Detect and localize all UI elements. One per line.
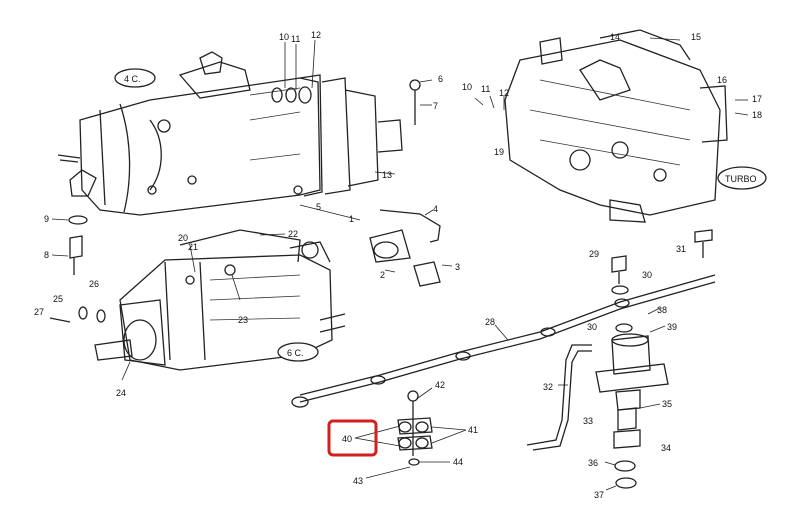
part-label: 20: [178, 233, 188, 243]
part-label: 28: [485, 317, 495, 327]
part-label: 8: [44, 250, 49, 260]
part-label: 36: [588, 458, 598, 468]
part-label: 2: [380, 270, 385, 280]
part-label: 43: [353, 476, 363, 486]
part-label: 24: [116, 388, 126, 398]
bolt-29-washer-30: [611, 255, 633, 333]
part-label: 38: [657, 305, 667, 315]
part-label: 37: [594, 490, 604, 500]
part-label: 41: [468, 425, 478, 435]
part-label: 21: [188, 242, 198, 252]
part-label: 30: [642, 270, 652, 280]
part-label: 14: [610, 32, 620, 42]
part-label: 15: [691, 32, 701, 42]
part-label: 31: [676, 244, 686, 254]
part-label: 25: [53, 294, 63, 304]
part-labels: 10 11 12 6 7 13 5 1 4 3 2 9 8 10 11 12 1…: [34, 30, 762, 500]
part-label: 29: [589, 249, 599, 259]
part-label: 22: [288, 229, 298, 239]
part-label: 26: [89, 279, 99, 289]
part-label: 13: [382, 170, 392, 180]
part-label: 30: [587, 322, 597, 332]
bolt-washer-8-9: [51, 215, 88, 275]
valve-assembly: [595, 307, 669, 491]
label-6-cyl: 6 C.: [287, 348, 304, 358]
pump-turbo: TURBO: [474, 29, 767, 223]
part-label: 39: [667, 322, 677, 332]
part-label: 33: [583, 416, 593, 426]
part-label: 11: [481, 84, 490, 94]
label-4-cyl: 4 C.: [124, 74, 141, 84]
part-label: 34: [661, 443, 671, 453]
part-label: 12: [499, 88, 509, 98]
part-label: 6: [438, 74, 443, 84]
part-label: 10: [462, 82, 472, 92]
fuel-line-28: [291, 274, 716, 408]
part-label: 3: [455, 262, 460, 272]
part-label: 5: [316, 202, 321, 212]
clamp-assembly: [327, 387, 467, 479]
part-label: 32: [543, 382, 553, 392]
bracket-parts-1-4: [299, 204, 453, 287]
pump-6-cylinder: 6 C.: [94, 229, 346, 381]
part-label: 7: [433, 101, 438, 111]
pump-4-cylinder: 4 C.: [57, 51, 403, 216]
part-label: 16: [717, 75, 727, 85]
label-turbo: TURBO: [725, 174, 757, 184]
highlight-box-40: [327, 419, 378, 457]
part-label: 35: [662, 399, 672, 409]
part-label: 9: [44, 214, 49, 224]
part-label: 18: [752, 110, 762, 120]
part-label: 10: [279, 32, 289, 42]
pipe-32: [526, 344, 592, 451]
part-label: 17: [752, 94, 762, 104]
part-label: 11: [291, 34, 300, 44]
parts-top-center: [271, 39, 433, 175]
fitting-31: [694, 229, 713, 258]
part-label: 19: [494, 147, 504, 157]
part-label: 12: [311, 30, 321, 40]
part-label: 40: [342, 434, 352, 444]
part-label: 4: [433, 204, 438, 214]
part-label: 44: [453, 457, 463, 467]
small-parts-25-27: [49, 306, 106, 323]
part-label: 1: [349, 214, 354, 224]
part-label: 27: [34, 307, 44, 317]
part-label: 42: [435, 380, 445, 390]
part-label: 23: [238, 315, 248, 325]
